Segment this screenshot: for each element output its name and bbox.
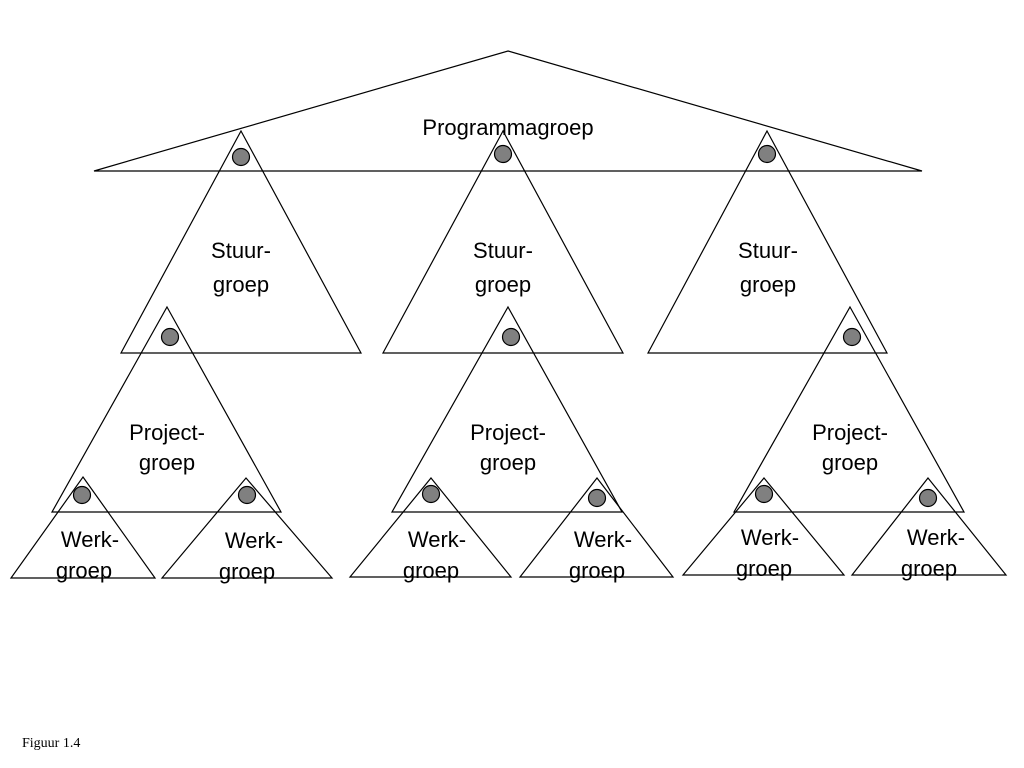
linking-pin-work-5: [754, 484, 774, 504]
work-group-2-label-line1: Werk-: [225, 528, 283, 553]
linking-pin-work-6: [918, 488, 938, 508]
work-group-5-label-line2: groep: [736, 556, 792, 581]
steering-group-2-triangle: [381, 129, 625, 354]
linking-pin-work-2: [237, 485, 257, 505]
work-group-6-triangle: [850, 477, 1008, 576]
work-group-2-triangle: [160, 477, 334, 579]
work-group-6-label-line2: groep: [901, 556, 957, 581]
figure-caption: Figuur 1.4: [22, 736, 81, 751]
work-group-1-label-line1: Werk-: [61, 527, 119, 552]
project-group-1-triangle: [50, 305, 283, 513]
linking-pin-steering-1: [231, 147, 251, 167]
project-group-2-triangle: [390, 305, 624, 513]
work-group-2-label-line2: groep: [219, 559, 275, 584]
linking-pin-project-1: [160, 327, 180, 347]
steering-group-2-label-line1: Stuur-: [473, 238, 533, 263]
linking-pin-work-3: [421, 484, 441, 504]
steering-group-3-label-line2: groep: [740, 272, 796, 297]
program-group-label: Programmagroep: [422, 115, 593, 140]
linking-pin-steering-2: [493, 144, 513, 164]
linking-pin-project-2: [501, 327, 521, 347]
project-group-1-label-line2: groep: [139, 450, 195, 475]
steering-group-2-label-line2: groep: [475, 272, 531, 297]
steering-group-1-label-line2: groep: [213, 272, 269, 297]
linking-pin-work-1: [72, 485, 92, 505]
work-group-4-label-line1: Werk-: [574, 527, 632, 552]
work-group-3-label-line2: groep: [403, 558, 459, 583]
project-group-3-label-line1: Project-: [812, 420, 888, 445]
work-group-1-label-line2: groep: [56, 558, 112, 583]
work-group-5-label-line1: Werk-: [741, 525, 799, 550]
project-group-3-label-line2: groep: [822, 450, 878, 475]
project-group-2-label-line2: groep: [480, 450, 536, 475]
linking-pin-project-3: [842, 327, 862, 347]
steering-group-3-label-line1: Stuur-: [738, 238, 798, 263]
project-group-1-label-line1: Project-: [129, 420, 205, 445]
project-group-2-label-line1: Project-: [470, 420, 546, 445]
work-group-6-label-line1: Werk-: [907, 525, 965, 550]
work-group-3-label-line1: Werk-: [408, 527, 466, 552]
work-group-4-label-line2: groep: [569, 558, 625, 583]
linking-pin-work-4: [587, 488, 607, 508]
steering-group-1-triangle: [119, 129, 363, 354]
project-group-3-triangle: [732, 305, 966, 513]
program-group-triangle: [93, 50, 923, 172]
work-group-5-triangle: [681, 477, 846, 576]
work-group-4-triangle: [518, 477, 675, 578]
work-group-1-triangle: [9, 475, 157, 579]
steering-group-1-label-line1: Stuur-: [211, 238, 271, 263]
work-group-3-triangle: [348, 477, 513, 578]
steering-group-3-triangle: [646, 129, 889, 354]
linking-pin-steering-3: [757, 144, 777, 164]
